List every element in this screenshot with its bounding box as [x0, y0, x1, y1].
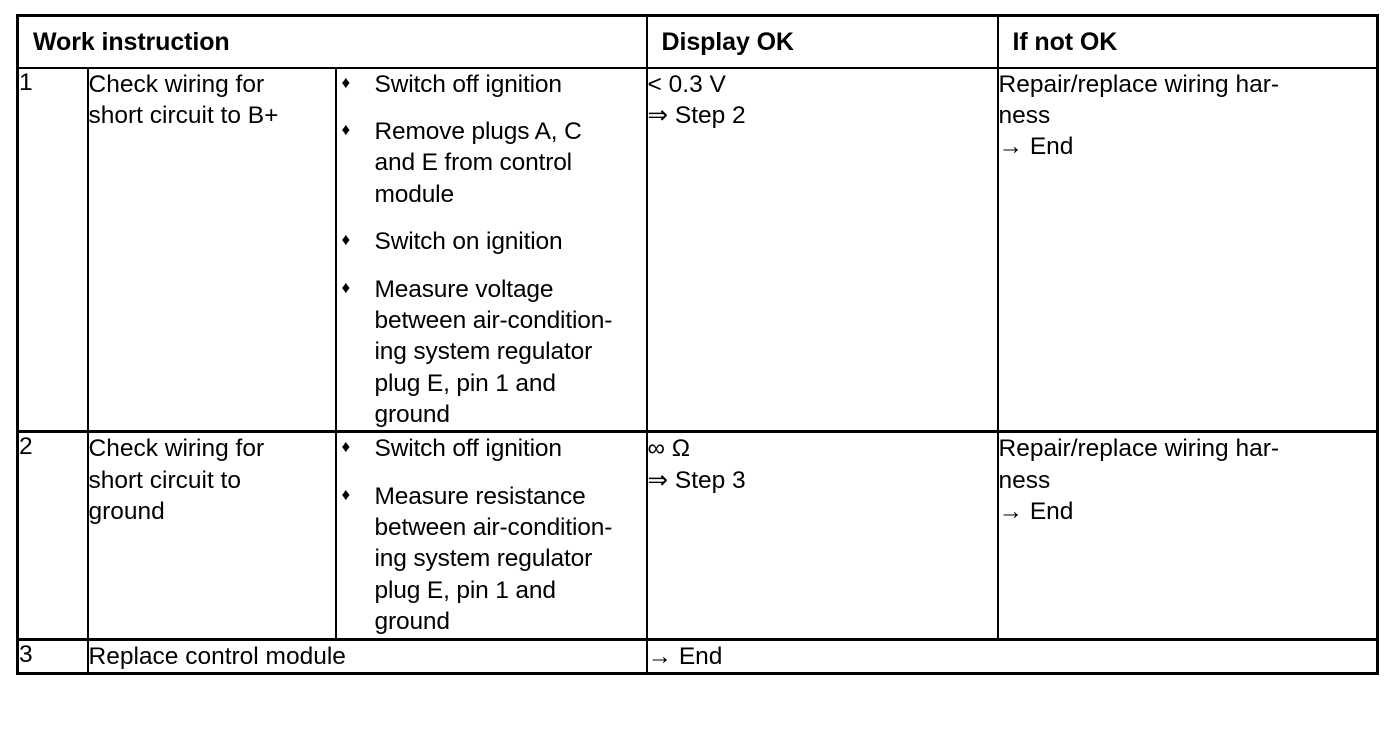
bullet-line: between air-condition-	[374, 514, 613, 542]
end-reference: → End	[645, 637, 1379, 675]
bullet-line: ing system regulator	[374, 545, 593, 573]
end-reference: → End	[998, 133, 1074, 161]
bullet-line: Switch off ignition	[374, 435, 563, 463]
diamond-bullet-icon: ♦	[341, 437, 351, 457]
diagnostic-table: Work instruction Display OK If not OK 1 …	[16, 14, 1380, 675]
measurement-value: ∞ Ω	[647, 435, 691, 463]
step-actions: ♦ Switch off ignition ♦ Measure resistan…	[334, 430, 648, 641]
remedy-line: Repair/replace wiring har-	[998, 435, 1280, 463]
list-item: ♦ Measure voltage between air-condition-…	[337, 274, 646, 431]
if-not-ok-action: Repair/replace wiring har- ness → End	[996, 66, 1379, 433]
step-number: 2	[16, 430, 89, 641]
next-step-reference: ⇒ Step 3	[647, 466, 746, 494]
header-display-ok: Display OK	[645, 15, 999, 69]
bullet-line: between air-condition-	[374, 306, 613, 334]
table-row: 3 Replace control module → End	[16, 637, 1379, 675]
bullet-list: ♦ Switch off ignition ♦ Measure resistan…	[337, 433, 646, 637]
table-row: 2 Check wiring for short circuit to grou…	[16, 430, 1379, 641]
header-work-instruction: Work instruction	[16, 15, 648, 69]
diamond-bullet-icon: ♦	[341, 120, 351, 140]
next-step-reference: ⇒ Step 2	[647, 102, 746, 130]
remedy-line: Repair/replace wiring har-	[998, 70, 1280, 98]
bullet-line: plug E, pin 1 and	[374, 369, 556, 397]
bullet-line: plug E, pin 1 and	[374, 576, 556, 604]
bullet-line: ground	[374, 608, 451, 636]
step-number: 3	[16, 637, 89, 675]
step-description: Check wiring for short circuit to ground	[86, 430, 337, 641]
step-description: Replace control module	[86, 637, 648, 675]
remedy-line: ness	[998, 102, 1051, 130]
bullet-line: Measure voltage	[374, 275, 554, 303]
bullet-line: ground	[374, 400, 451, 428]
end-reference: → End	[998, 498, 1074, 526]
diamond-bullet-icon: ♦	[341, 277, 351, 297]
description-line: Check wiring for	[88, 435, 265, 463]
description-line: ground	[88, 498, 165, 526]
list-item: ♦ Switch on ignition	[337, 226, 646, 257]
diamond-bullet-icon: ♦	[341, 72, 351, 92]
bullet-line: ing system regulator	[374, 338, 593, 366]
description-line: Check wiring for	[88, 70, 265, 98]
description-line: short circuit to	[88, 466, 242, 494]
bullet-line: module	[374, 180, 455, 208]
if-not-ok-action: Repair/replace wiring har- ness → End	[996, 430, 1379, 641]
table-header-row: Work instruction Display OK If not OK	[16, 15, 1379, 69]
bullet-line: Switch off ignition	[374, 70, 563, 98]
bullet-list: ♦ Switch off ignition ♦ Remove plugs A, …	[337, 69, 646, 431]
header-if-not-ok: If not OK	[996, 15, 1379, 69]
bullet-line: Remove plugs A, C	[374, 118, 582, 146]
diamond-bullet-icon: ♦	[341, 230, 351, 250]
list-item: ♦ Remove plugs A, C and E from control m…	[337, 116, 646, 210]
step-number: 1	[16, 66, 89, 433]
bullet-line: Measure resistance	[374, 482, 586, 510]
description-line: short circuit to B+	[88, 102, 279, 130]
list-item: ♦ Switch off ignition	[337, 433, 646, 464]
step-actions: ♦ Switch off ignition ♦ Remove plugs A, …	[334, 66, 648, 433]
measurement-value: < 0.3 V	[647, 70, 726, 98]
bullet-line: Switch on ignition	[374, 228, 563, 256]
remedy-line: ness	[998, 466, 1051, 494]
bullet-line: and E from control	[374, 149, 573, 177]
diamond-bullet-icon: ♦	[341, 484, 351, 504]
display-ok-value: < 0.3 V ⇒ Step 2	[645, 66, 999, 433]
list-item: ♦ Switch off ignition	[337, 69, 646, 100]
step-description: Check wiring for short circuit to B+	[86, 66, 337, 433]
table-row: 1 Check wiring for short circuit to B+ ♦…	[16, 66, 1379, 433]
list-item: ♦ Measure resistance between air-conditi…	[337, 481, 646, 638]
display-ok-value: ∞ Ω ⇒ Step 3	[645, 430, 999, 641]
